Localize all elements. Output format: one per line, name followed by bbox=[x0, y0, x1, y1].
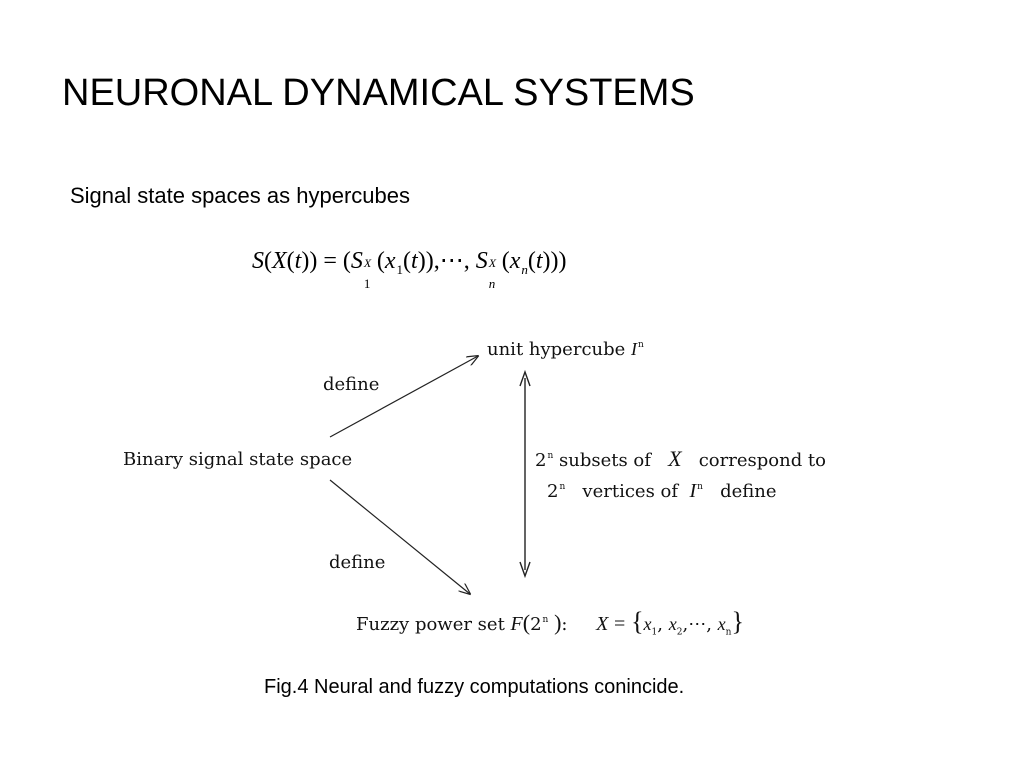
formula-ellipsis: ⋯ bbox=[439, 248, 464, 274]
arrow-to-hypercube bbox=[329, 356, 478, 438]
formula-x1: x bbox=[384, 248, 396, 274]
slide-subtitle: Signal state spaces as hypercubes bbox=[70, 183, 410, 208]
formula-S1: S bbox=[350, 248, 363, 274]
double-arrow-head-bottom bbox=[519, 561, 531, 579]
figure-caption: Fig.4 Neural and fuzzy computations coni… bbox=[264, 676, 685, 698]
slide-title: NEURONAL DYNAMICAL SYSTEMS bbox=[62, 72, 695, 114]
formula-t: t bbox=[294, 248, 302, 274]
arrow-to-fuzzy-power-set bbox=[329, 479, 470, 594]
subsets-correspond-label: 2n subsets of X correspond to bbox=[535, 446, 827, 471]
fuzzy-power-set-label: Fuzzy power set F(2n ): X = {x1, x2,⋯, x… bbox=[356, 607, 744, 638]
define-bottom-label: define bbox=[329, 552, 386, 573]
formula-S: S bbox=[252, 248, 264, 274]
formula-equals: = bbox=[323, 248, 337, 274]
unit-hypercube-label: unit hypercube In bbox=[487, 339, 644, 360]
define-top-label: define bbox=[323, 374, 380, 395]
double-arrow-head-top bbox=[519, 369, 531, 387]
formula-xn: x bbox=[509, 248, 521, 274]
vertices-define-label: 2n vertices of In define bbox=[547, 480, 777, 502]
formula-Sn: S bbox=[475, 248, 488, 274]
binary-signal-state-space-label: Binary signal state space bbox=[123, 449, 353, 470]
formula-X: X bbox=[272, 248, 287, 274]
